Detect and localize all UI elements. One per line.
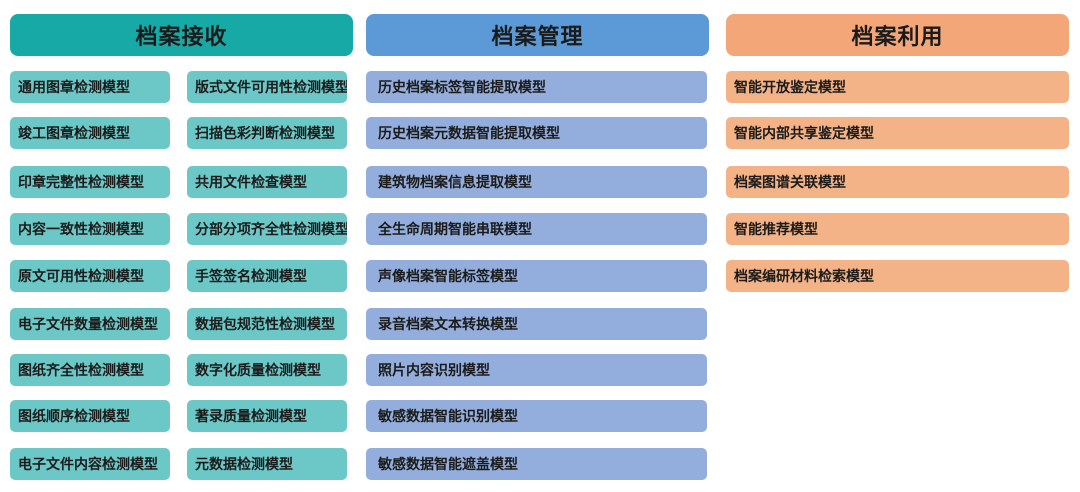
model-item[interactable]: 建筑物档案信息提取模型 xyxy=(366,166,707,198)
column-header-manage: 档案管理 xyxy=(366,14,709,56)
model-item[interactable]: 全生命周期智能串联模型 xyxy=(366,213,707,245)
column-archive-manage: 档案管理 历史档案标签智能提取模型 历史档案元数据智能提取模型 建筑物档案信息提… xyxy=(366,14,709,480)
model-item[interactable]: 通用图章检测模型 xyxy=(10,71,170,103)
model-item[interactable]: 版式文件可用性检测模型 xyxy=(187,71,347,103)
column-header-receive: 档案接收 xyxy=(10,14,353,56)
model-item[interactable]: 共用文件检查模型 xyxy=(187,166,347,198)
model-item[interactable]: 内容一致性检测模型 xyxy=(10,213,170,245)
column-archive-receive: 档案接收 通用图章检测模型 版式文件可用性检测模型 竣工图章检测模型 扫描色彩判… xyxy=(10,14,353,480)
model-item[interactable]: 手签签名检测模型 xyxy=(187,260,347,292)
model-item[interactable]: 图纸齐全性检测模型 xyxy=(10,354,170,386)
model-item[interactable]: 原文可用性检测模型 xyxy=(10,260,170,292)
model-item[interactable]: 档案编研材料检索模型 xyxy=(726,260,1069,292)
column-archive-use: 档案利用 智能开放鉴定模型 智能内部共享鉴定模型 档案图谱关联模型 智能推荐模型… xyxy=(726,14,1069,292)
model-item[interactable]: 电子文件数量检测模型 xyxy=(10,308,170,340)
model-item[interactable]: 录音档案文本转换模型 xyxy=(366,308,707,340)
model-item[interactable]: 照片内容识别模型 xyxy=(366,354,707,386)
model-item[interactable]: 分部分项齐全性检测模型 xyxy=(187,213,347,245)
model-item[interactable]: 敏感数据智能识别模型 xyxy=(366,400,707,432)
model-item[interactable]: 智能开放鉴定模型 xyxy=(726,71,1069,103)
model-item[interactable]: 数据包规范性检测模型 xyxy=(187,308,347,340)
model-item[interactable]: 历史档案元数据智能提取模型 xyxy=(366,117,707,149)
model-item[interactable]: 图纸顺序检测模型 xyxy=(10,400,170,432)
model-item[interactable]: 智能推荐模型 xyxy=(726,213,1069,245)
column-header-use: 档案利用 xyxy=(726,14,1069,56)
model-item[interactable]: 著录质量检测模型 xyxy=(187,400,347,432)
model-item[interactable]: 智能内部共享鉴定模型 xyxy=(726,117,1069,149)
model-item[interactable]: 数字化质量检测模型 xyxy=(187,354,347,386)
model-item[interactable]: 扫描色彩判断检测模型 xyxy=(187,117,347,149)
model-item[interactable]: 元数据检测模型 xyxy=(187,448,347,480)
model-item[interactable]: 竣工图章检测模型 xyxy=(10,117,170,149)
model-item[interactable]: 敏感数据智能遮盖模型 xyxy=(366,448,707,480)
model-item[interactable]: 档案图谱关联模型 xyxy=(726,166,1069,198)
model-item[interactable]: 声像档案智能标签模型 xyxy=(366,260,707,292)
model-item[interactable]: 电子文件内容检测模型 xyxy=(10,448,170,480)
model-item[interactable]: 历史档案标签智能提取模型 xyxy=(366,71,707,103)
model-item[interactable]: 印章完整性检测模型 xyxy=(10,166,170,198)
